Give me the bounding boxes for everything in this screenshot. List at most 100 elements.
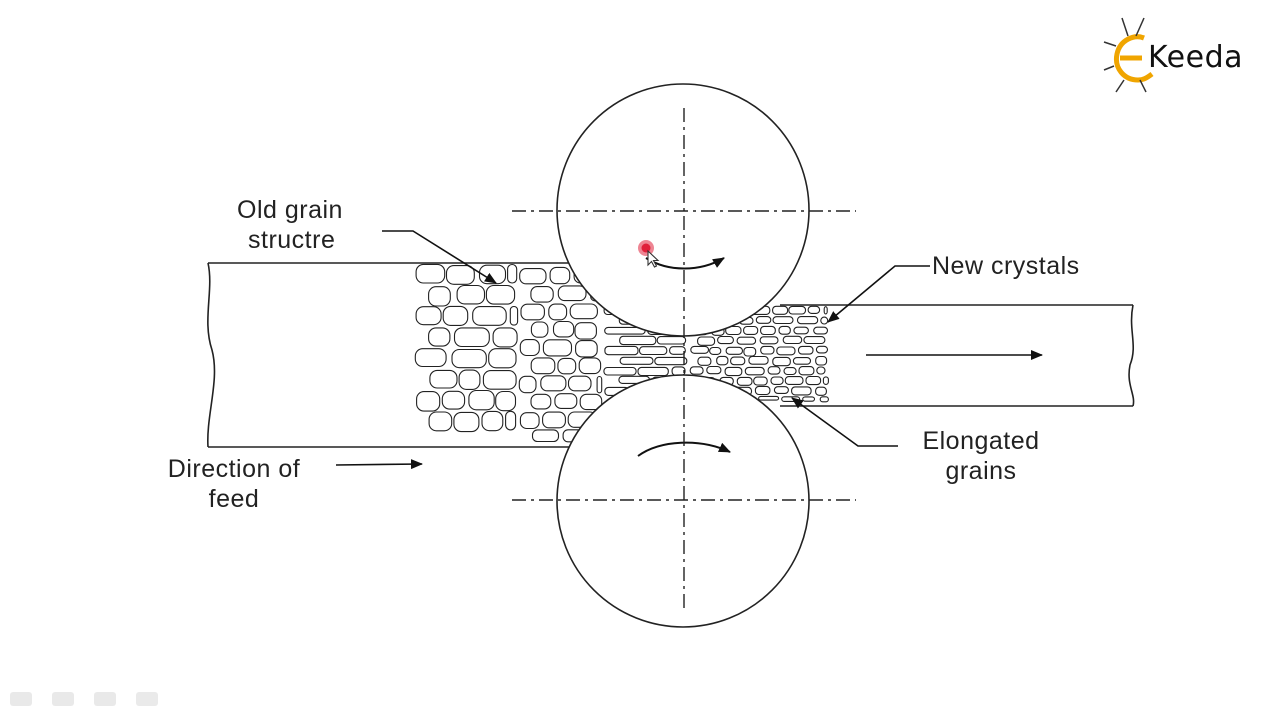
new-crystal-cell	[730, 356, 746, 366]
old-grain-cell	[445, 265, 475, 285]
transition-grain-cell	[554, 393, 578, 409]
new-crystal-cell	[784, 376, 804, 385]
new-crystal-cell	[706, 365, 722, 375]
new-crystal-cell	[796, 316, 819, 325]
old-grain-cell	[495, 390, 517, 412]
new-crystal-cell	[819, 396, 829, 403]
logo-text: Keeda	[1148, 40, 1244, 75]
new-crystal-cell	[772, 316, 794, 325]
label-elongated-line1: Elongated	[922, 427, 1040, 455]
back-icon[interactable]	[10, 692, 32, 706]
new-crystal-cell	[716, 355, 729, 366]
new-crystal-cell	[823, 306, 828, 315]
elongated-grain-cell	[671, 366, 686, 376]
old-grain-cell	[505, 410, 517, 431]
new-crystal-cell	[743, 325, 759, 335]
elongated-grain-cell	[637, 366, 669, 377]
old-grain-cell	[482, 370, 517, 390]
new-crystal-cell	[717, 335, 734, 345]
new-crystal-cell	[778, 325, 791, 335]
new-crystal-cell	[744, 366, 765, 376]
transition-grain-cell	[530, 321, 549, 338]
transition-grain-cell	[542, 339, 573, 357]
menu-icon[interactable]	[94, 692, 116, 706]
old-grain-cell	[458, 369, 481, 390]
new-crystal-cell	[760, 345, 775, 355]
new-crystal-cell	[753, 376, 768, 386]
new-crystal-cell	[755, 316, 772, 324]
new-crystal-cell	[709, 346, 722, 355]
label-old-grain-line1: Old grain	[237, 196, 343, 224]
transition-grain-cell	[530, 357, 556, 375]
elongated-grain-cell	[669, 346, 686, 355]
forward-icon[interactable]	[136, 692, 158, 706]
new-crystal-cell	[736, 336, 757, 345]
old-grain-cell	[428, 286, 451, 307]
new-crystal-cell	[758, 395, 780, 401]
old-grain-cell	[451, 348, 487, 369]
transition-grain-cell	[575, 340, 598, 358]
new-crystal-cell	[776, 346, 796, 356]
transition-grain-cell	[519, 339, 540, 357]
center-lines	[512, 108, 856, 610]
old-grain-cell	[478, 264, 507, 285]
transition-grain-cell	[540, 375, 567, 392]
pen-icon[interactable]	[52, 692, 74, 706]
feed-direction-arrow	[335, 459, 423, 470]
top-roll	[556, 83, 810, 337]
new-crystal-cell	[736, 376, 753, 386]
new-crystal-cell	[725, 325, 742, 336]
old-grain-cells	[414, 263, 519, 433]
old-grain-cell	[492, 327, 518, 348]
old-grain-cell	[453, 411, 480, 433]
new-crystal-cell	[772, 356, 791, 367]
label-elongated-grains: Elongated grains	[900, 426, 1062, 486]
new-crystal-cell	[760, 325, 776, 336]
new-crystal-cell	[697, 336, 716, 346]
transition-grain-cell	[557, 357, 577, 375]
output-stock	[780, 304, 1135, 407]
new-crystal-cell	[748, 355, 769, 365]
label-new-crystals: New crystals	[932, 252, 1080, 280]
transition-grain-cell	[552, 320, 575, 338]
new-crystal-cell	[792, 357, 812, 365]
new-crystal-cell	[815, 355, 828, 366]
transition-grain-cell	[549, 266, 571, 285]
transition-grain-cell	[567, 375, 592, 392]
transition-grain-cell	[530, 286, 554, 303]
label-old-grain: Old grain structre	[237, 195, 343, 255]
old-grain-cell	[429, 369, 458, 389]
transition-grain-cell	[596, 375, 603, 394]
bottom-roll	[556, 374, 810, 628]
old-grain-cell	[488, 348, 517, 369]
old-grain-cell	[507, 263, 518, 284]
elongated-grain-cell	[619, 335, 657, 346]
label-direction-line1: Direction of	[167, 455, 301, 483]
label-old-grain-line2: structre	[248, 226, 336, 254]
new-crystal-cell	[805, 375, 822, 386]
new-crystal-cell	[782, 335, 803, 345]
new-crystal-cell	[773, 386, 789, 394]
transition-grain-cell	[531, 429, 560, 443]
old-grain-cell	[509, 305, 519, 326]
elongated-grain-cell	[619, 356, 654, 365]
new-crystal-cell	[820, 316, 829, 325]
new-crystal-cell	[807, 305, 821, 314]
new-crystal-cell	[725, 346, 744, 355]
elongated-grain-cell	[656, 336, 687, 345]
transition-grain-cell	[578, 357, 602, 375]
transition-grain-cell	[518, 375, 537, 394]
transition-grain-cell	[574, 322, 597, 340]
transition-grain-cell	[520, 303, 545, 321]
new-crystal-cell	[690, 345, 710, 354]
new-crystal-cell	[797, 345, 814, 355]
new-crystal-cell	[791, 386, 812, 396]
new-crystal-cell	[743, 346, 757, 357]
new-crystal-cell	[813, 326, 829, 335]
elongated-leader	[791, 397, 898, 447]
e-bug-logo-icon	[1103, 17, 1154, 93]
elongated-grain-cell	[603, 366, 637, 376]
elongated-grain-cell	[604, 345, 639, 356]
